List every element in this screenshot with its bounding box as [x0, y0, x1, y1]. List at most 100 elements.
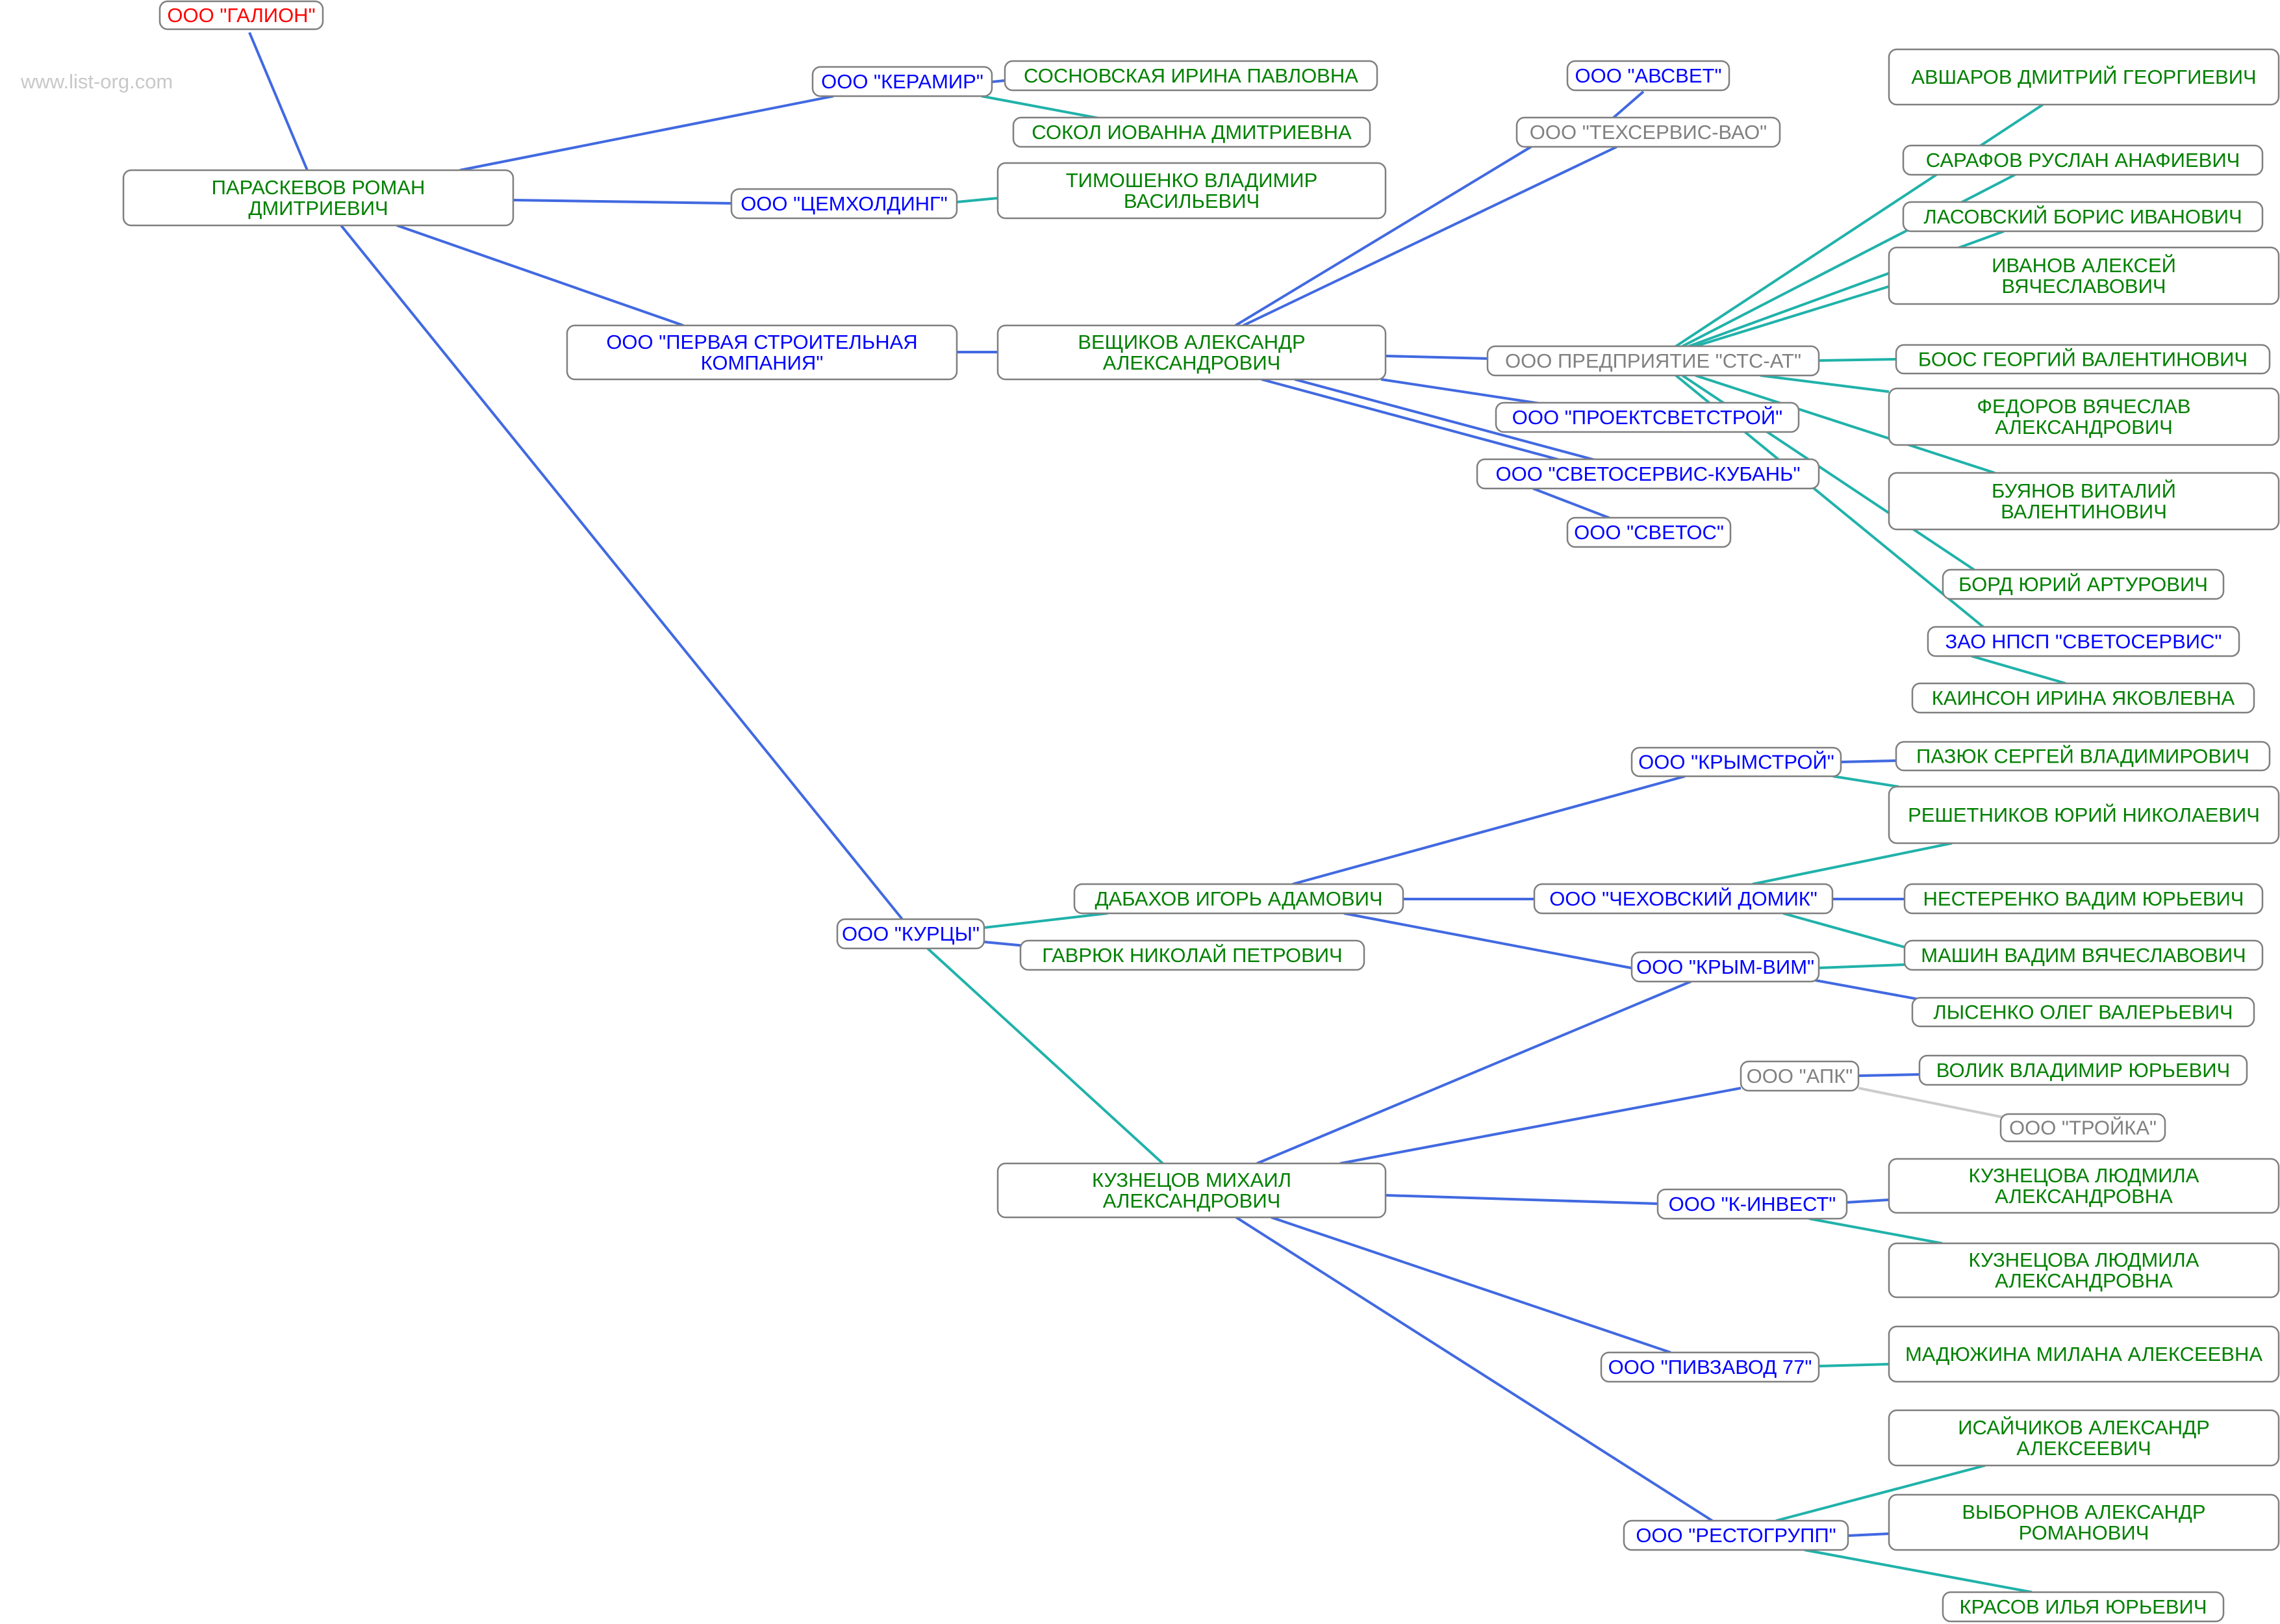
- node-box[interactable]: [1942, 1591, 2225, 1623]
- node-box[interactable]: [730, 188, 958, 220]
- node-pazyuk[interactable]: ПАЗЮК СЕРГЕЙ ВЛАДИМИРОВИЧ: [1895, 741, 2271, 772]
- node-boos[interactable]: БООС ГЕОРГИЙ ВАЛЕНТИНОВИЧ: [1895, 344, 2271, 375]
- node-lasovsky[interactable]: ЛАСОВСКИЙ БОРИС ИВАНОВИЧ: [1902, 201, 2264, 233]
- node-restogrupp[interactable]: ООО "РЕСТОГРУПП": [1623, 1519, 1849, 1551]
- node-chehovsky[interactable]: ООО "ЧЕХОВСКИЙ ДОМИК": [1533, 883, 1834, 915]
- node-box[interactable]: [1740, 1060, 1860, 1092]
- node-box[interactable]: [122, 169, 514, 227]
- node-sosnovskaya[interactable]: СОСНОВСКАЯ ИРИНА ПАВЛОВНА: [1004, 60, 1378, 92]
- node-keramir[interactable]: ООО "КЕРАМИР": [811, 66, 993, 97]
- node-box[interactable]: [1888, 48, 2280, 106]
- node-box[interactable]: [1888, 387, 2280, 446]
- node-label: АЛЕКСАНДРОВИЧ: [1103, 1189, 1281, 1212]
- node-box[interactable]: [1019, 939, 1365, 971]
- node-box[interactable]: [996, 324, 1387, 381]
- node-svetokuban[interactable]: ООО "СВЕТОСЕРВИС-КУБАНЬ": [1476, 458, 1820, 490]
- node-krymstroy[interactable]: ООО "КРЫМСТРОЙ": [1630, 746, 1842, 778]
- node-box[interactable]: [1888, 785, 2280, 844]
- node-box[interactable]: [1476, 458, 1820, 490]
- node-box[interactable]: [996, 1162, 1387, 1219]
- node-box[interactable]: [1566, 516, 1732, 548]
- node-svetos[interactable]: ООО "СВЕТОС": [1566, 516, 1732, 548]
- node-box[interactable]: [1623, 1519, 1849, 1551]
- node-gavryuk[interactable]: ГАВРЮК НИКОЛАЙ ПЕТРОВИЧ: [1019, 939, 1365, 971]
- node-box[interactable]: [1012, 116, 1371, 148]
- node-box[interactable]: [1911, 682, 2255, 714]
- node-sokol[interactable]: СОКОЛ ИОВАННА ДМИТРИЕВНА: [1012, 116, 1371, 148]
- node-proektsvet[interactable]: ООО "ПРОЕКТСВЕТСТРОЙ": [1495, 401, 1800, 433]
- node-mashin[interactable]: МАШИН ВАДИМ ВЯЧЕСЛАВОВИЧ: [1903, 939, 2264, 971]
- node-box[interactable]: [1888, 1409, 2280, 1467]
- node-box[interactable]: [1902, 201, 2264, 233]
- node-box[interactable]: [1902, 144, 2264, 176]
- node-madyuzhina[interactable]: МАДЮЖИНА МИЛАНА АЛЕКСЕЕВНА: [1888, 1325, 2280, 1383]
- node-sarafov[interactable]: САРАФОВ РУСЛАН АНАФИЕВИЧ: [1902, 144, 2264, 176]
- node-box[interactable]: [1888, 246, 2280, 305]
- node-box[interactable]: [1486, 345, 1820, 377]
- node-box[interactable]: [811, 66, 993, 97]
- node-apk[interactable]: ООО "АПК": [1740, 1060, 1860, 1092]
- node-box[interactable]: [1918, 1054, 2248, 1086]
- node-galion[interactable]: ООО "ГАЛИОН": [158, 0, 324, 31]
- node-box[interactable]: [1004, 60, 1378, 92]
- node-npsp[interactable]: ЗАО НПСП "СВЕТОСЕРВИС": [1927, 626, 2240, 657]
- node-box[interactable]: [1888, 1493, 2280, 1551]
- node-box[interactable]: [1533, 883, 1834, 915]
- node-avsvet[interactable]: ООО "АВСВЕТ": [1566, 60, 1730, 92]
- node-box[interactable]: [1515, 116, 1781, 148]
- node-reshetnikov[interactable]: РЕШЕТНИКОВ ЮРИЙ НИКОЛАЕВИЧ: [1888, 785, 2280, 844]
- node-box[interactable]: [1888, 1158, 2280, 1214]
- node-box[interactable]: [158, 0, 324, 31]
- node-box[interactable]: [1630, 746, 1842, 778]
- node-box[interactable]: [1895, 344, 2271, 375]
- node-box[interactable]: [1903, 939, 2264, 971]
- node-box[interactable]: [1942, 568, 2225, 600]
- node-avsharov[interactable]: АВШАРОВ ДМИТРИЙ ГЕОРГИЕВИЧ: [1888, 48, 2280, 106]
- node-pivzavod[interactable]: ООО "ПИВЗАВОД 77": [1600, 1351, 1820, 1383]
- node-nesterenko[interactable]: НЕСТЕРЕНКО ВАДИМ ЮРЬЕВИЧ: [1903, 883, 2264, 915]
- node-box[interactable]: [1895, 741, 2271, 772]
- node-box[interactable]: [1999, 1113, 2166, 1143]
- node-box[interactable]: [836, 918, 985, 950]
- node-box[interactable]: [566, 324, 958, 381]
- node-box[interactable]: [1630, 951, 1820, 983]
- node-krasov[interactable]: КРАСОВ ИЛЬЯ ЮРЬЕВИЧ: [1942, 1591, 2225, 1623]
- node-box[interactable]: [1566, 60, 1730, 92]
- node-box[interactable]: [1073, 883, 1404, 915]
- node-box[interactable]: [1888, 1242, 2280, 1299]
- node-kainson[interactable]: КАИНСОН ИРИНА ЯКОВЛЕВНА: [1911, 682, 2255, 714]
- node-box[interactable]: [1888, 1325, 2280, 1383]
- node-box[interactable]: [1656, 1188, 1848, 1220]
- node-kinvest[interactable]: ООО "К-ИНВЕСТ": [1656, 1188, 1848, 1220]
- node-tehservis[interactable]: ООО "ТЕХСЕРВИС-ВАО": [1515, 116, 1781, 148]
- node-box[interactable]: [1927, 626, 2240, 657]
- node-troyka[interactable]: ООО "ТРОЙКА": [1999, 1113, 2166, 1143]
- node-label: ООО "К-ИНВЕСТ": [1669, 1193, 1836, 1215]
- node-lysenko[interactable]: ЛЫСЕНКО ОЛЕГ ВАЛЕРЬЕВИЧ: [1911, 996, 2255, 1028]
- node-stsat[interactable]: ООО ПРЕДПРИЯТИЕ "СТС-АТ": [1486, 345, 1820, 377]
- node-box[interactable]: [1495, 401, 1800, 433]
- node-kurcy[interactable]: ООО "КУРЦЫ": [836, 918, 985, 950]
- node-volik[interactable]: ВОЛИК ВЛАДИМИР ЮРЬЕВИЧ: [1918, 1054, 2248, 1086]
- node-box[interactable]: [1911, 996, 2255, 1028]
- node-cemholding[interactable]: ООО "ЦЕМХОЛДИНГ": [730, 188, 958, 220]
- node-box[interactable]: [1903, 883, 2264, 915]
- node-box[interactable]: [1888, 472, 2280, 531]
- node-box[interactable]: [1600, 1351, 1820, 1383]
- node-krymvim[interactable]: ООО "КРЫМ-ВИМ": [1630, 951, 1820, 983]
- node-bord[interactable]: БОРД ЮРИЙ АРТУРОВИЧ: [1942, 568, 2225, 600]
- node-dabahov[interactable]: ДАБАХОВ ИГОРЬ АДАМОВИЧ: [1073, 883, 1404, 915]
- node-box[interactable]: [996, 162, 1387, 220]
